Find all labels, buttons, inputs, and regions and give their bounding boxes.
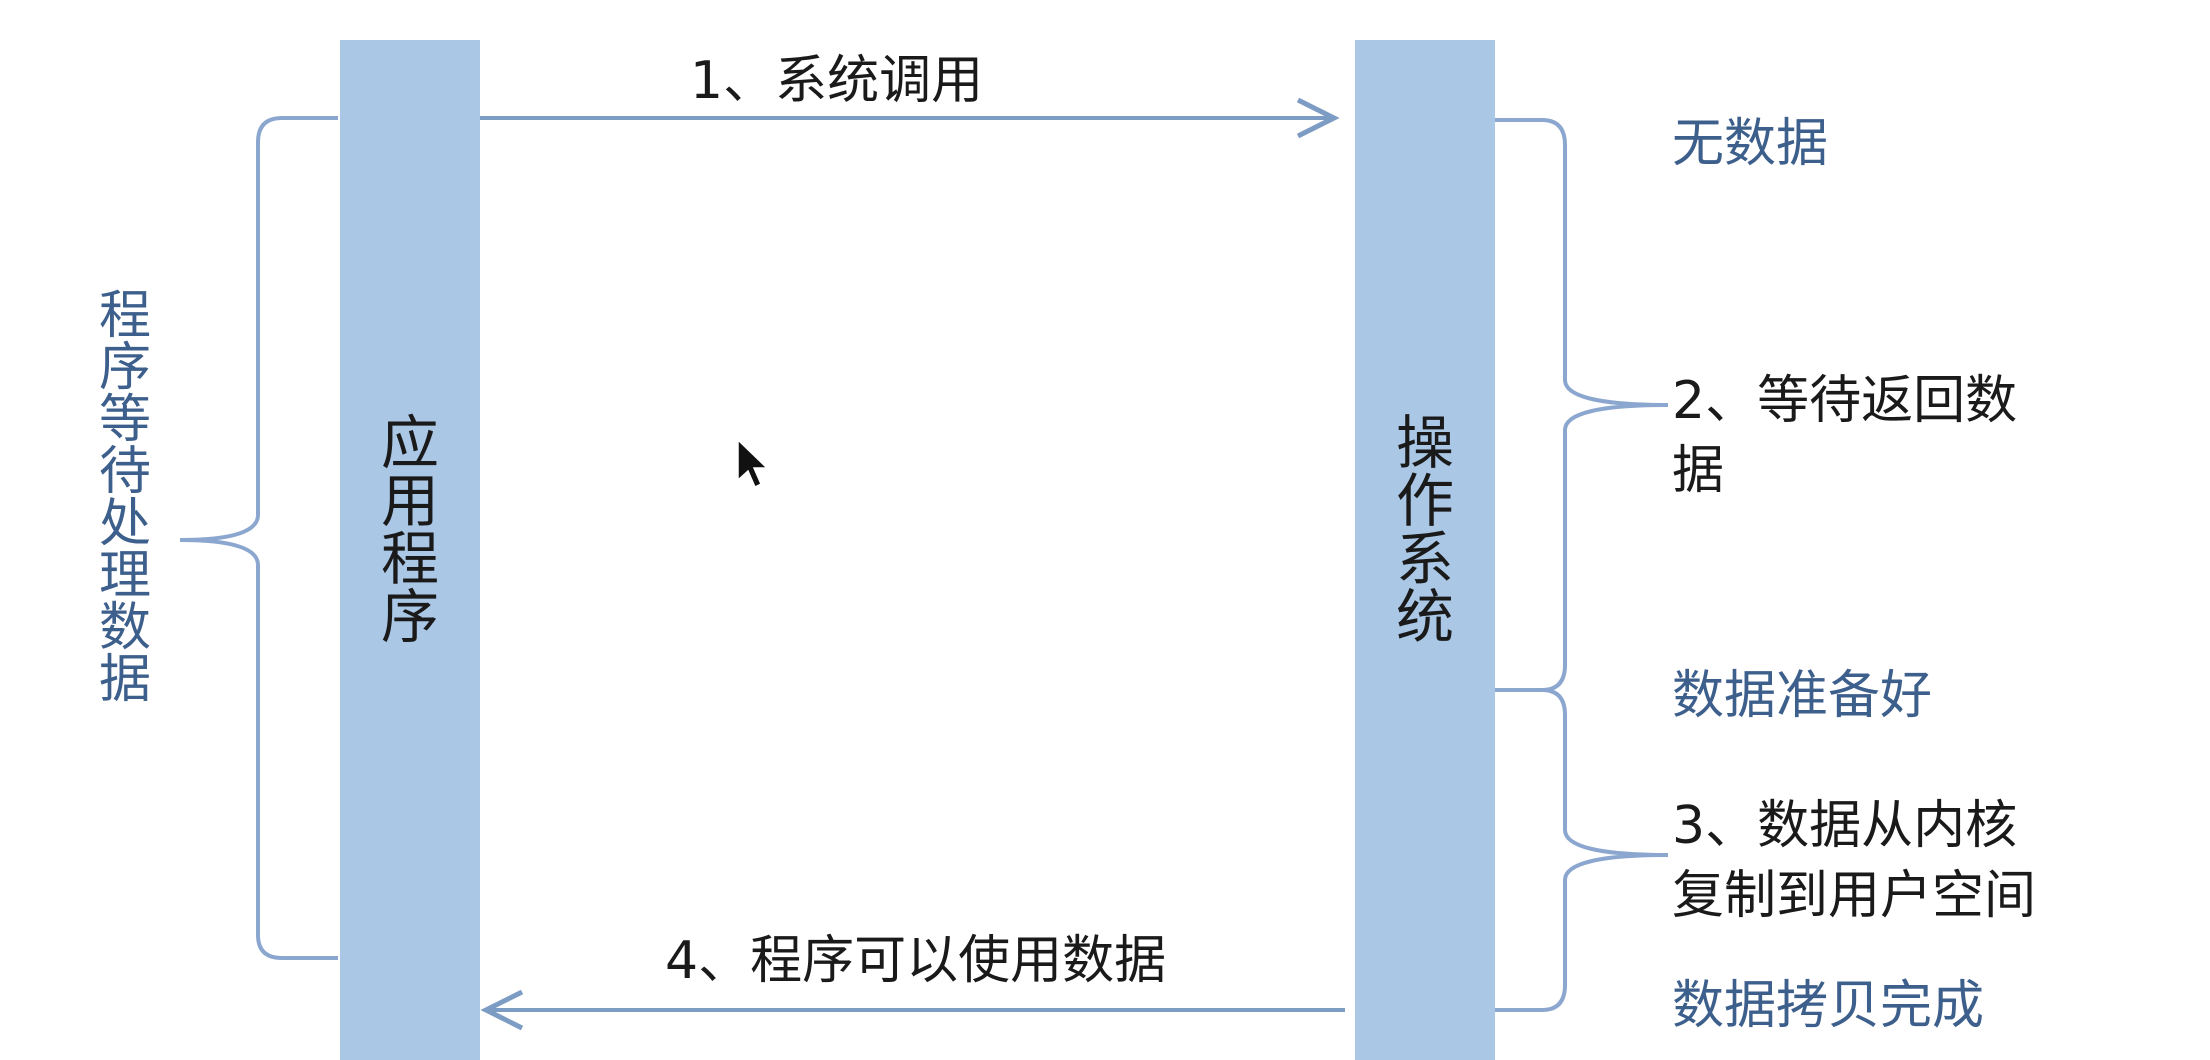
copy-done-label: 数据拷贝完成 xyxy=(1672,976,1985,1036)
wait-return-label-line2: 据 xyxy=(1672,441,1725,501)
application-column-label: 应用程序 xyxy=(340,414,480,646)
copy-data-brace xyxy=(1494,688,1669,1012)
vertical-char: 应 xyxy=(380,409,439,477)
vertical-char: 等 xyxy=(98,390,151,450)
return-arrowhead xyxy=(480,989,524,1031)
copy-kernel-label-line2: 复制到用户空间 xyxy=(1672,866,2037,926)
left-wait-brace xyxy=(179,116,338,960)
vertical-char: 程 xyxy=(98,286,151,346)
system-call-label: 1、系统调用 xyxy=(690,51,984,111)
vertical-char: 作 xyxy=(1395,467,1454,535)
vertical-char: 统 xyxy=(1395,583,1454,651)
os-column xyxy=(1355,40,1495,1060)
no-data-label: 无数据 xyxy=(1672,114,1829,174)
vertical-char: 序 xyxy=(380,583,439,651)
system-call-arrowhead xyxy=(1296,97,1340,139)
mouse-pointer-icon xyxy=(737,438,769,489)
vertical-char: 系 xyxy=(1395,525,1454,593)
vertical-char: 用 xyxy=(380,467,439,535)
copy-kernel-label-line1: 3、数据从内核 xyxy=(1672,796,2018,856)
vertical-char: 序 xyxy=(98,338,151,398)
program-wait-label: 程序等待处理数据 xyxy=(90,290,160,706)
application-column xyxy=(340,40,480,1060)
wait-data-brace xyxy=(1494,118,1669,692)
vertical-char: 处 xyxy=(98,494,151,554)
vertical-char: 操 xyxy=(1395,409,1454,477)
wait-return-label-line1: 2、等待返回数 xyxy=(1672,371,2018,431)
vertical-char: 理 xyxy=(98,546,151,606)
vertical-char: 待 xyxy=(98,442,151,502)
data-ready-label: 数据准备好 xyxy=(1672,666,1933,726)
return-data-label: 4、程序可以使用数据 xyxy=(665,931,1167,991)
os-column-label: 操作系统 xyxy=(1355,414,1495,646)
vertical-char: 数 xyxy=(98,598,151,658)
vertical-char: 据 xyxy=(98,650,151,710)
vertical-char: 程 xyxy=(380,525,439,593)
